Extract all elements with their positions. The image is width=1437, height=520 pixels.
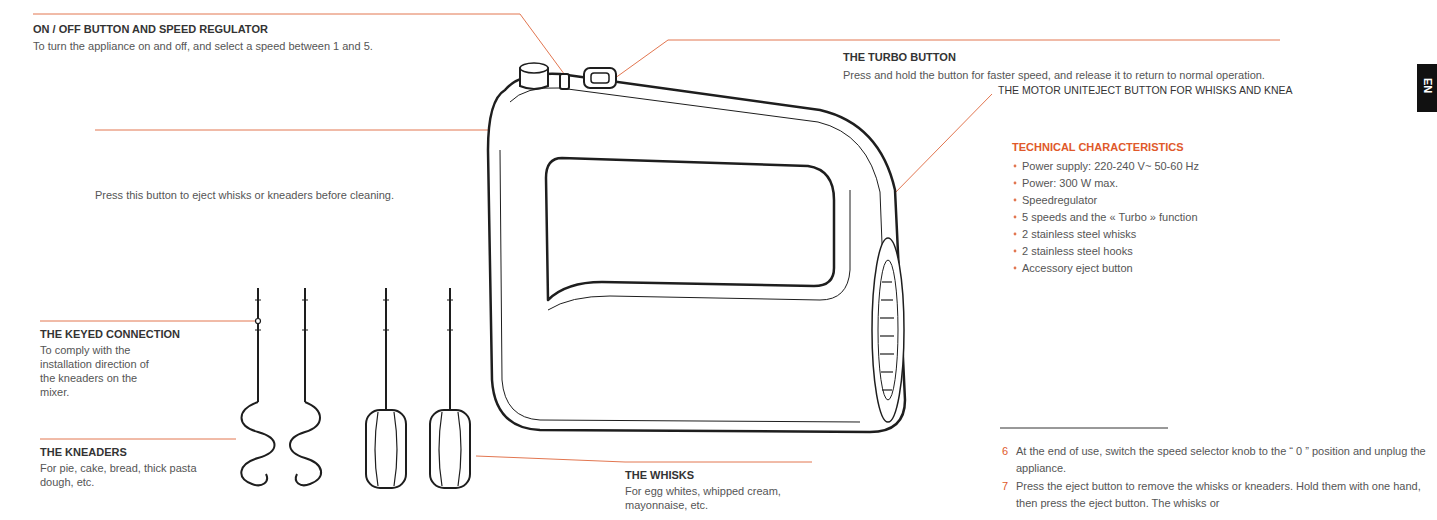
step-number: 7 <box>1002 478 1014 495</box>
section-heading: TECHNICAL CHARACTERISTICS <box>1012 140 1312 154</box>
spec-item: 5 speeds and the « Turbo » function <box>1022 210 1352 224</box>
leader-line <box>40 321 255 322</box>
part-description: For pie, cake, bread, thick pasta dough,… <box>40 461 225 489</box>
part-description: Press this button to eject whisks or kne… <box>95 188 565 202</box>
part-heading: THE MOTOR UNITEJECT BUTTON FOR WHISKS AN… <box>998 83 1410 97</box>
part-description: To turn the appliance on and off, and se… <box>33 39 553 53</box>
step-number: 6 <box>1002 443 1014 460</box>
speed-knob <box>520 64 548 89</box>
language-tab <box>1417 64 1437 112</box>
part-heading: ON / OFF BUTTON AND SPEED REGULATOR <box>33 22 553 36</box>
list-bullets <box>1014 165 1017 270</box>
spec-item: 2 stainless steel whisks <box>1022 227 1352 241</box>
turbo-button <box>584 68 616 88</box>
step-text: At the end of use, switch the speed sele… <box>1016 443 1426 477</box>
eject-button <box>560 74 569 89</box>
part-description: Press and hold the button for faster spe… <box>843 67 1288 83</box>
spec-item: Power: 300 W max. <box>1022 176 1352 190</box>
mixer-body <box>488 74 905 432</box>
whisks <box>366 288 470 488</box>
part-description: To comply with the installation directio… <box>40 343 165 399</box>
controls <box>520 63 616 89</box>
part-description: For egg whites, whipped cream, mayonnais… <box>625 484 820 512</box>
kneaders <box>241 288 321 485</box>
spec-item: Accessory eject button <box>1022 261 1352 275</box>
spec-item: Power supply: 220-240 V~ 50-60 Hz <box>1022 159 1352 173</box>
separator-line <box>1000 428 1168 429</box>
leader-line <box>33 14 573 86</box>
leader-line <box>40 439 236 440</box>
spec-item: Speedregulator <box>1022 193 1352 207</box>
part-heading: THE TURBO BUTTON <box>843 50 1283 64</box>
part-heading: THE KNEADERS <box>40 445 240 459</box>
step-text: Press the eject button to remove the whi… <box>1016 478 1426 512</box>
language-tab-text: EN <box>1421 78 1435 93</box>
leader-line <box>892 94 992 196</box>
part-heading: THE WHISKS <box>625 468 845 482</box>
spec-item: 2 stainless steel hooks <box>1022 244 1352 258</box>
leader-line <box>476 456 812 462</box>
part-heading: THE KEYED CONNECTION <box>40 327 240 341</box>
